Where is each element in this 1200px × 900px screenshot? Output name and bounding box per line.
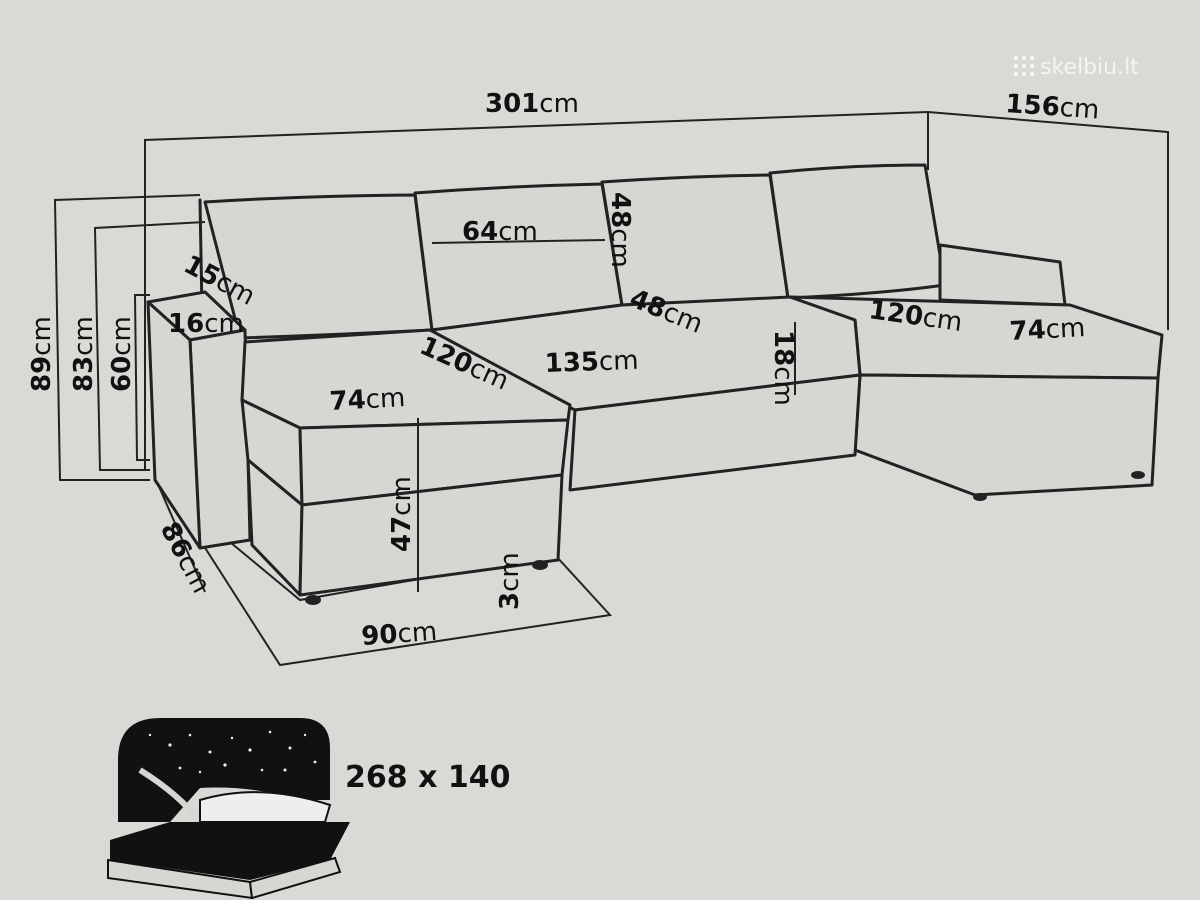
dim-86	[156, 481, 206, 593]
left-armrest	[146, 290, 252, 550]
middle-seat-base	[568, 373, 862, 492]
leg-4	[1131, 471, 1145, 479]
right-chaise	[788, 243, 1164, 497]
label-middle-seat-width: 135cm	[544, 346, 639, 379]
label-height-total: 89cm	[27, 316, 57, 392]
leg-2	[532, 560, 548, 570]
label-right-seat-width: 74cm	[1009, 313, 1086, 347]
bed-size-label: 268 x 140	[345, 760, 510, 795]
armrest-side	[146, 300, 202, 550]
dim-89	[53, 194, 201, 481]
dots-grid-icon	[1014, 56, 1034, 76]
left-chaise-base-front	[298, 473, 564, 597]
label-seat-height: 47cm	[387, 476, 417, 552]
dimension-lines	[53, 110, 1169, 593]
leg-3	[973, 493, 987, 501]
label-left-seat-width: 74cm	[329, 383, 406, 417]
sofa-bed-icon	[107, 718, 350, 900]
label-height-arm: 60cm	[107, 316, 137, 392]
back-cushions	[203, 163, 947, 340]
label-footprint-width: 90cm	[360, 617, 438, 652]
label-total-width: 301cm	[485, 89, 579, 119]
label-chaise-depth: 156cm	[1005, 89, 1101, 125]
watermark: skelbiu.lt	[1014, 55, 1139, 80]
dim-64	[431, 239, 606, 244]
back-cushion-4	[768, 163, 947, 300]
label-height-back: 83cm	[69, 316, 99, 392]
label-right-seat-length: 120cm	[867, 295, 964, 338]
label-leg-height: 3cm	[495, 552, 525, 610]
right-chaise-back	[938, 243, 1067, 307]
label-armrest-width: 16cm	[168, 309, 244, 339]
left-chaise	[240, 328, 1145, 605]
dim-83	[93, 221, 206, 471]
label-back-cushion-height: 48cm	[605, 192, 635, 268]
right-chaise-base	[853, 373, 1160, 497]
watermark-text: skelbiu.lt	[1040, 55, 1139, 80]
label-seat-thickness: 18cm	[768, 330, 798, 406]
label-back-cushion-width: 64cm	[462, 217, 538, 247]
middle-seat	[430, 295, 862, 492]
dim-60	[133, 294, 150, 461]
leg-1	[305, 595, 321, 605]
